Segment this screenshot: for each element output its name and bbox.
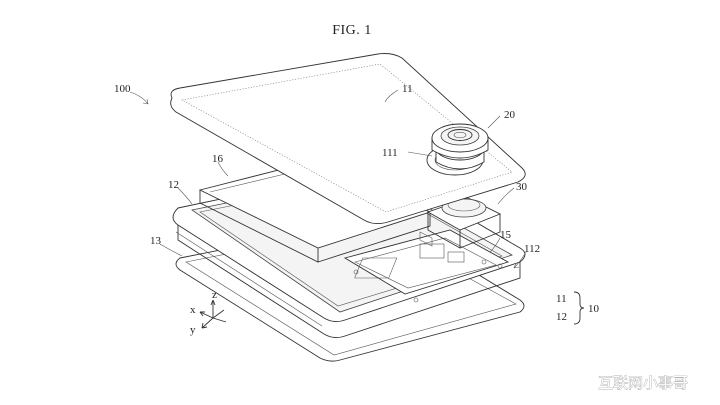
axis-z-label: z [212,289,217,301]
leader-lines [129,89,527,269]
bracket-label-10: 10 [588,303,600,315]
label-100: 100 [114,83,131,95]
axis-triad: z x y [190,289,227,336]
bracket-group: 11 12 10 [556,291,600,325]
label-30: 30 [516,181,528,193]
watermark: 互联网小事哥 [598,374,688,392]
label-20: 20 [504,109,516,121]
label-12: 12 [168,179,179,191]
label-111: 111 [382,147,398,159]
bracket-label-12: 12 [556,311,567,323]
label-13: 13 [150,235,162,247]
bracket-label-11: 11 [556,293,567,305]
label-11-cover: 11 [402,83,413,95]
label-16: 16 [212,153,224,165]
reference-numerals: 100 11 20 111 30 16 12 13 15 112 [114,83,540,255]
camera-module [426,197,502,249]
axis-y-label: y [190,324,196,336]
camera-lens-assembly [431,123,489,170]
label-112: 112 [524,243,540,255]
label-15: 15 [500,229,512,241]
circuit-board [343,229,510,303]
axis-x-label: x [190,304,196,316]
figure-title: FIG. 1 [332,23,372,38]
